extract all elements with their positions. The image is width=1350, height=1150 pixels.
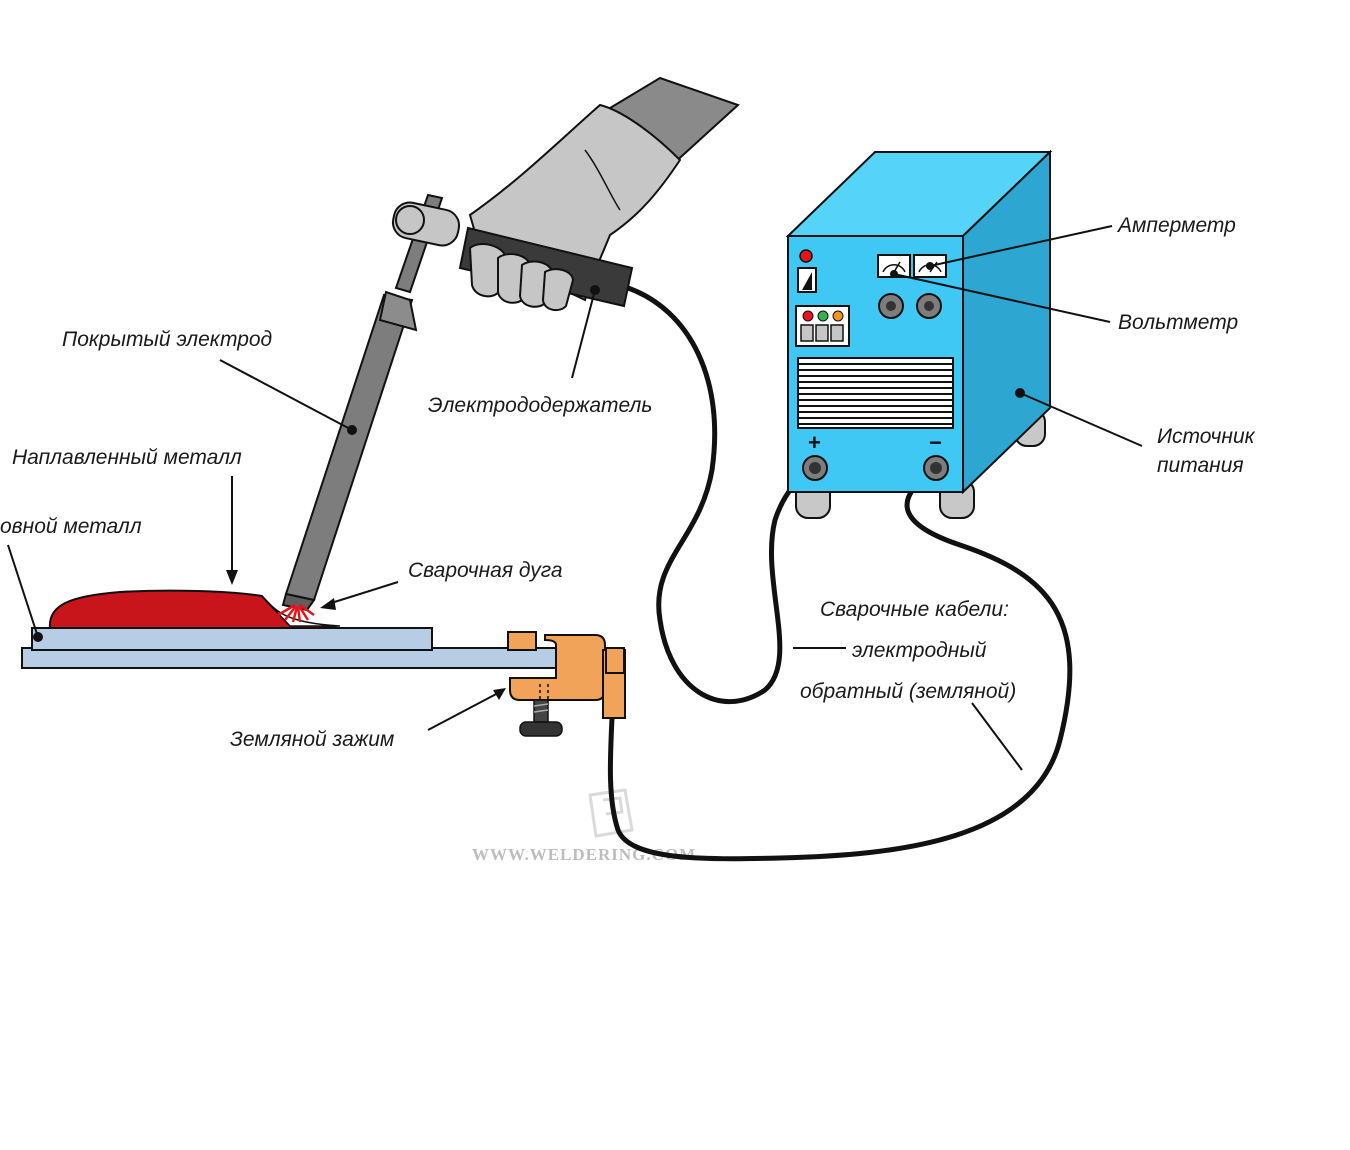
label-deposited-metal: Наплавленный металл [12,446,242,469]
minus-terminal-icon [923,455,949,481]
label-welding-cables: Сварочные кабели: [820,598,1009,621]
label-power-source-line1: Источник [1157,425,1256,448]
power-indicator-icon [799,249,813,263]
welding-machine-icon: + − [785,149,1053,519]
label-ammeter: Амперметр [1116,214,1236,237]
electrode-icon [281,193,444,612]
label-electrode-holder: Электрододержатель [428,394,652,417]
label-return-cable: обратный (земляной) [800,680,1016,703]
label-electrode-cable: электродный [852,639,987,662]
label-coated-electrode: Покрытый электрод [62,328,272,351]
base-metal [31,627,433,651]
minus-terminal-label: − [929,430,942,455]
vent-grille [797,357,954,429]
ground-clamp-icon [507,631,626,737]
arc-spark-icon [277,603,315,623]
label-base-metal: овной металл [0,515,142,538]
plus-terminal-label: + [808,430,821,455]
return-cable [607,467,1073,862]
leader-lines [7,225,1143,771]
workpiece [21,589,558,669]
electrode-cable [625,285,815,704]
label-ground-clamp: Земляной зажим [230,728,394,751]
label-welding-arc: Сварочная дуга [408,559,563,582]
plus-terminal-icon [802,455,828,481]
glove-fingers-icon [468,243,575,312]
label-power-source-line2: питания [1157,454,1244,477]
label-voltmeter: Вольтметр [1118,311,1238,334]
